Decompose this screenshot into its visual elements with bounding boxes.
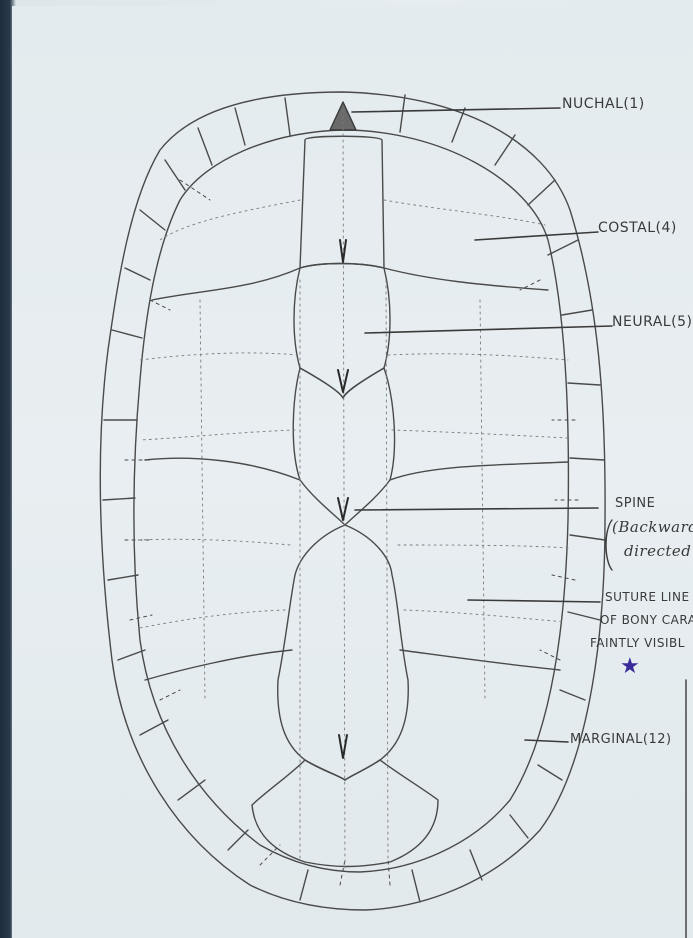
label-suture-2: OF BONY CARA [600,613,693,627]
label-suture-1: SUTURE LINE [605,590,690,604]
bony-suture-lines [138,110,570,870]
label-suture-3: FAINTLY VISIBL [590,636,685,650]
label-spine: SPINE [615,496,655,511]
label-marginal: MARGINAL(12) [570,732,672,747]
label-neural: NEURAL(5) [612,314,692,330]
carapace-inner-outline [134,130,568,872]
label-spine-note-1: (Backwardly [612,518,693,536]
spine-marks [338,240,348,758]
marginal-dividers [103,95,605,902]
label-spine-note-2: directed [624,542,691,560]
label-costal: COSTAL(4) [598,220,677,236]
marginal-sutures [125,180,578,885]
leader-lines [352,108,612,742]
star-mark: ★ [620,654,640,679]
label-nuchal: NUCHAL(1) [562,96,645,112]
carapace-outer-outline [100,92,605,910]
